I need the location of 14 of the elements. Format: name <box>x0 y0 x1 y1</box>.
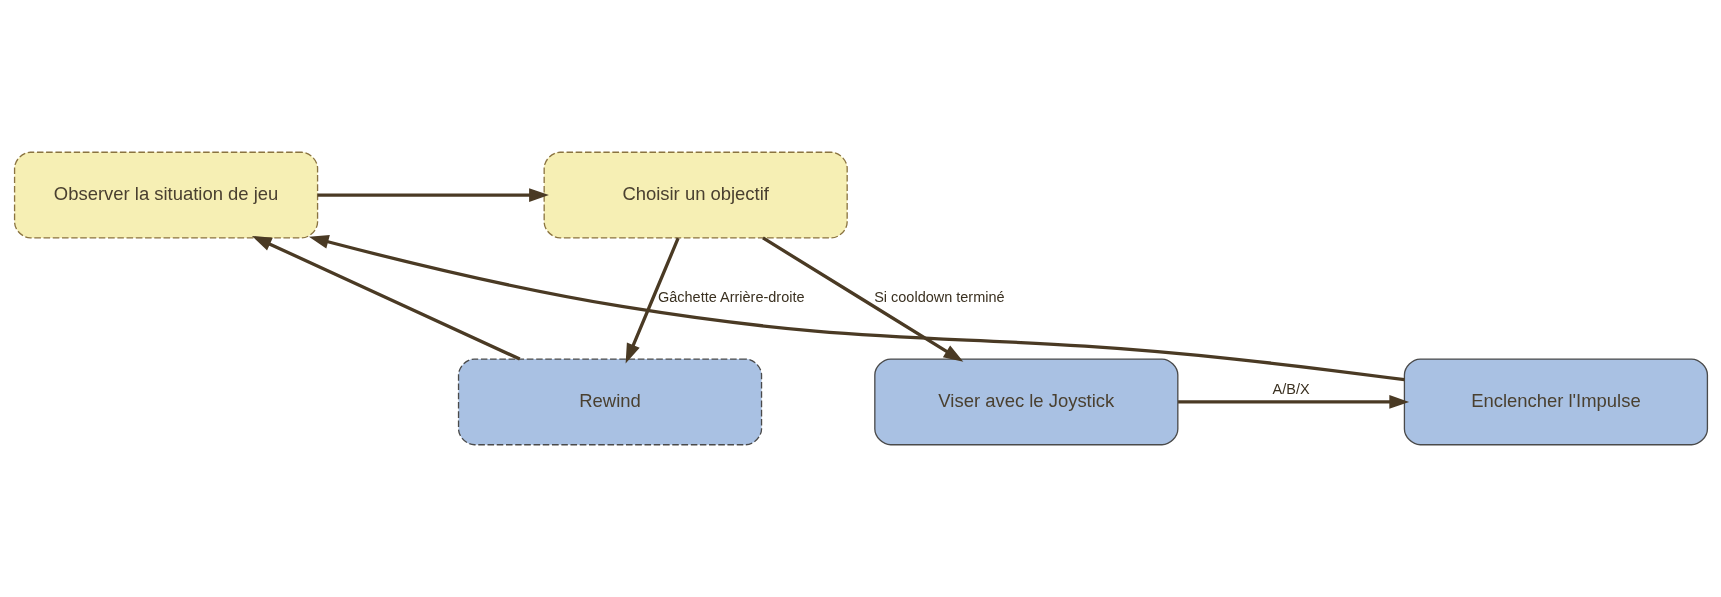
node-box: Observer la situation de jeu <box>13 151 318 239</box>
arrow <box>308 235 1405 382</box>
arrow <box>251 235 520 361</box>
edge-label: Gâchette Arrière-droite <box>657 289 804 306</box>
arrow <box>1177 395 1409 409</box>
node-box: Viser avec le Joystick <box>873 358 1178 446</box>
arrow <box>625 237 680 364</box>
node-box: Enclencher l'Impulse <box>1403 358 1708 446</box>
node-box: Choisir un objectif <box>543 151 848 239</box>
node-box: Rewind <box>457 358 762 446</box>
arrow <box>317 188 549 203</box>
arrow <box>761 236 963 362</box>
edge-label: Si cooldown terminé <box>873 289 1005 306</box>
edge-label: A/B/X <box>1272 380 1310 397</box>
